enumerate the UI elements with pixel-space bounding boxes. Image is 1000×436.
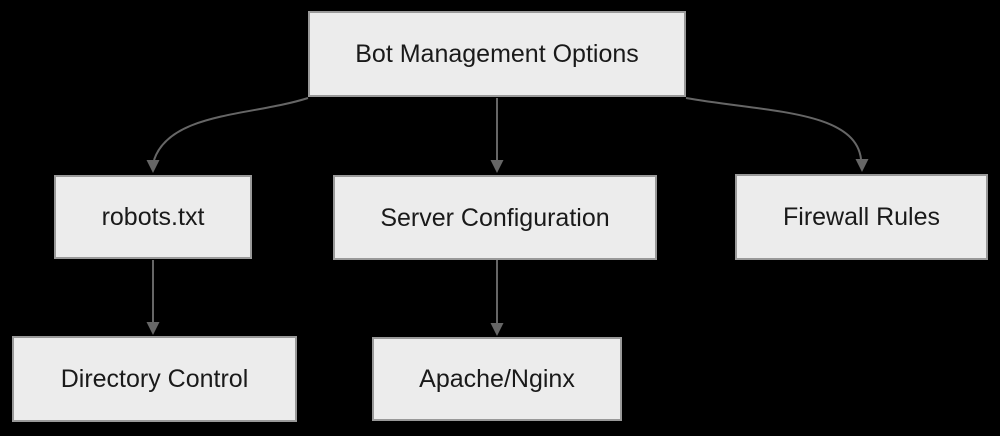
edge-server-to-apache	[490, 260, 504, 336]
node-label: Firewall Rules	[783, 203, 940, 231]
node-bot-management-options: Bot Management Options	[308, 11, 686, 97]
node-robots-txt: robots.txt	[54, 175, 252, 259]
node-label: Apache/Nginx	[419, 365, 575, 393]
node-server-configuration: Server Configuration	[333, 175, 657, 260]
edge-root-to-firewall	[685, 97, 869, 172]
node-firewall-rules: Firewall Rules	[735, 174, 988, 260]
node-label: robots.txt	[101, 203, 205, 231]
node-label: Server Configuration	[380, 203, 610, 232]
edge-root-to-server	[490, 98, 504, 173]
node-apache-nginx: Apache/Nginx	[372, 337, 622, 421]
edge-robots-to-directory	[146, 260, 160, 335]
edge-root-to-robots	[146, 97, 309, 173]
node-label: Directory Control	[60, 365, 249, 393]
node-directory-control: Directory Control	[12, 336, 297, 422]
node-label: Bot Management Options	[355, 40, 639, 68]
